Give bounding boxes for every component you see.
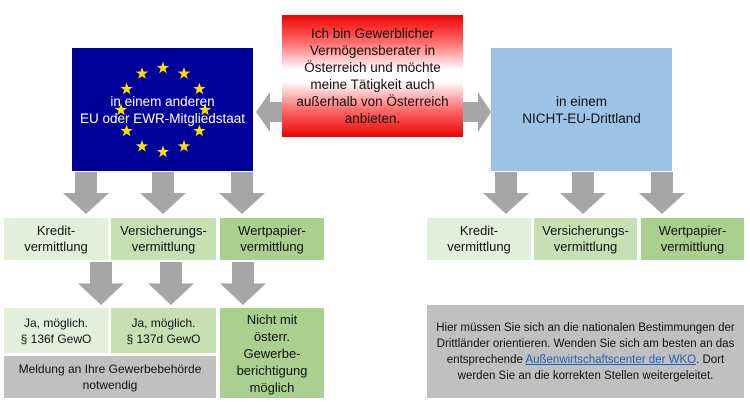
- eu-box: in einem anderen EU oder EWR-Mitgliedsta…: [72, 48, 253, 171]
- star-icon: [114, 103, 128, 116]
- non-eu-text: in einem NICHT-EU-Drittland: [522, 93, 641, 126]
- star-icon: [156, 145, 170, 158]
- noneu-kredit-box: Kredit- vermittlung: [427, 218, 531, 260]
- down-arrow-icon: [219, 172, 265, 214]
- down-arrow-icon: [560, 172, 606, 214]
- noneu-wertpapier-box: Wertpapier- vermittlung: [641, 218, 744, 260]
- star-icon: [156, 61, 170, 74]
- star-icon: [177, 67, 191, 79]
- star-icon: [135, 67, 149, 79]
- start-text: Ich bin Gewerblicher Vermögensberater in…: [296, 26, 449, 126]
- star-icon: [193, 124, 206, 137]
- eu-text: in einem anderen EU oder EWR-Mitgliedsta…: [79, 93, 246, 126]
- down-arrow-icon: [639, 172, 685, 214]
- eu-wertpapier-label: Wertpapier- vermittlung: [238, 223, 306, 254]
- start-box: Ich bin Gewerblicher Vermögensberater in…: [282, 15, 463, 137]
- eu-kredit-label: Kredit- vermittlung: [24, 223, 88, 254]
- eu-versicherung-result: Ja, möglich. § 137d GewO: [111, 308, 216, 353]
- left-arrow-icon: [256, 92, 282, 132]
- eu-stars-icon: [114, 61, 212, 158]
- noneu-kredit-label: Kredit- vermittlung: [447, 223, 511, 254]
- noneu-versicherung-box: Versicherungs- vermittlung: [534, 218, 637, 260]
- noneu-result-box: Hier müssen Sie sich an die nationalen B…: [427, 305, 744, 398]
- eu-wertpapier-result-text: Nicht mit österr. Gewerbe- berichtigung …: [236, 311, 308, 395]
- eu-kredit-result: Ja, möglich. § 136f GewO: [4, 308, 108, 353]
- down-arrow-icon: [483, 172, 529, 214]
- non-eu-box: in einem NICHT-EU-Drittland: [491, 48, 672, 171]
- meldung-text: Meldung an Ihre Gewerbebehörde notwendig: [18, 362, 202, 392]
- eu-wertpapier-result: Nicht mit österr. Gewerbe- berichtigung …: [220, 308, 324, 398]
- eu-wertpapier-box: Wertpapier- vermittlung: [220, 218, 324, 260]
- right-arrow-icon: [463, 92, 491, 132]
- noneu-result-text-before: Hier müssen Sie sich an die nationalen B…: [436, 321, 735, 366]
- eu-versicherung-box: Versicherungs- vermittlung: [111, 218, 216, 260]
- down-arrow-icon: [148, 262, 194, 305]
- noneu-result-text-after: . Dort werden Sie an die korrekten Stell…: [457, 353, 725, 382]
- wko-link[interactable]: Außenwirtschaftscenter der WKO: [525, 353, 697, 366]
- down-arrow-icon: [78, 262, 124, 305]
- noneu-versicherung-label: Versicherungs- vermittlung: [542, 223, 629, 254]
- star-icon: [193, 82, 206, 95]
- noneu-result-text: Hier müssen Sie sich an die nationalen B…: [433, 320, 738, 384]
- star-icon: [198, 103, 212, 116]
- eu-versicherung-result-text: Ja, möglich. § 137d GewO: [126, 315, 201, 346]
- down-arrow-icon: [220, 262, 266, 305]
- eu-kredit-result-text: Ja, möglich. § 136f GewO: [20, 315, 92, 346]
- down-arrow-icon: [63, 172, 109, 214]
- star-icon: [177, 139, 191, 152]
- meldung-box: Meldung an Ihre Gewerbebehörde notwendig: [4, 356, 216, 398]
- star-icon: [135, 139, 149, 152]
- star-icon: [120, 124, 133, 137]
- eu-kredit-box: Kredit- vermittlung: [4, 218, 108, 260]
- star-icon: [120, 82, 133, 95]
- down-arrow-icon: [140, 172, 186, 214]
- eu-versicherung-label: Versicherungs- vermittlung: [120, 223, 207, 254]
- noneu-wertpapier-label: Wertpapier- vermittlung: [658, 223, 727, 254]
